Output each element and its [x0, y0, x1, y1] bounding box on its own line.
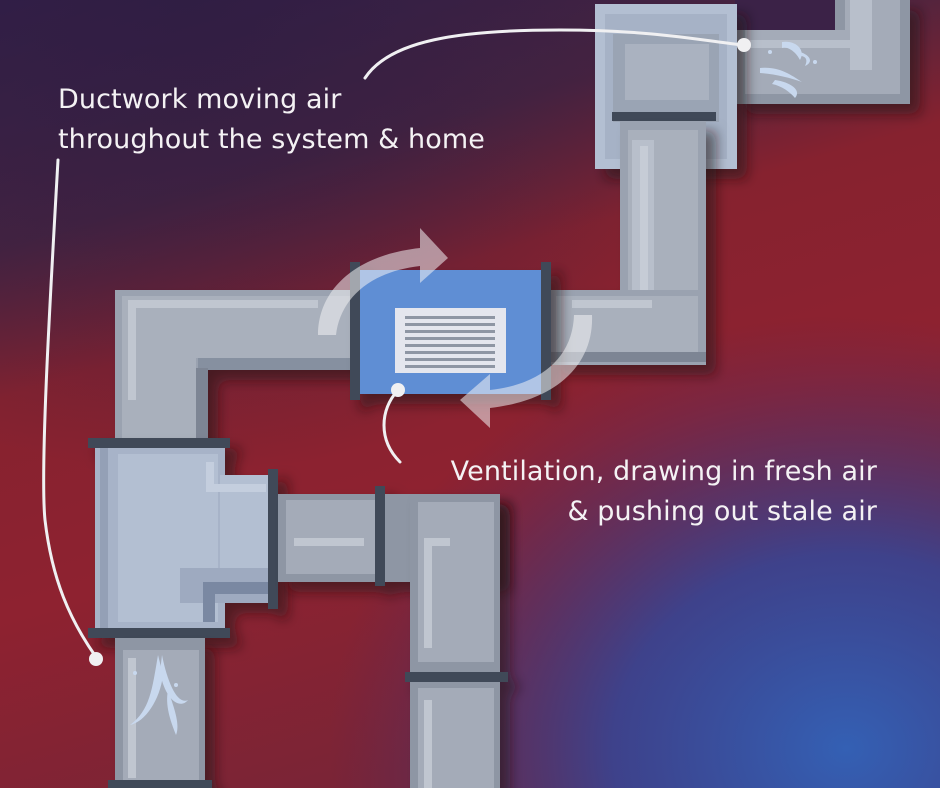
duct-lower-left-vertical: [108, 638, 212, 788]
ductwork-annotation-line2: throughout the system & home: [58, 124, 485, 155]
rotation-arrows-icon: [318, 228, 593, 428]
airflow-swirl-icon: [130, 655, 188, 735]
duct-top-right: [735, 0, 910, 104]
ventilation-annotation: Ventilation, drawing in fresh air & push…: [412, 452, 877, 532]
callout-lines: [42, 28, 744, 659]
ductwork-annotation: Ductwork moving air throughout the syste…: [58, 80, 485, 160]
callout-dot-ventilator: [391, 383, 405, 397]
ventilation-annotation-line2: & pushing out stale air: [567, 496, 877, 527]
duct-tee-fitting: [88, 438, 278, 638]
vent-grille-icon: [395, 308, 506, 373]
ventilator-unit: [350, 262, 551, 400]
airflow-swirl-icon: [760, 41, 817, 98]
ventilation-annotation-line1: Ventilation, drawing in fresh air: [450, 456, 877, 487]
callout-dots: [89, 38, 751, 666]
duct-lower-right-vertical: [405, 494, 508, 788]
ductwork-annotation-line1: Ductwork moving air: [58, 84, 342, 115]
